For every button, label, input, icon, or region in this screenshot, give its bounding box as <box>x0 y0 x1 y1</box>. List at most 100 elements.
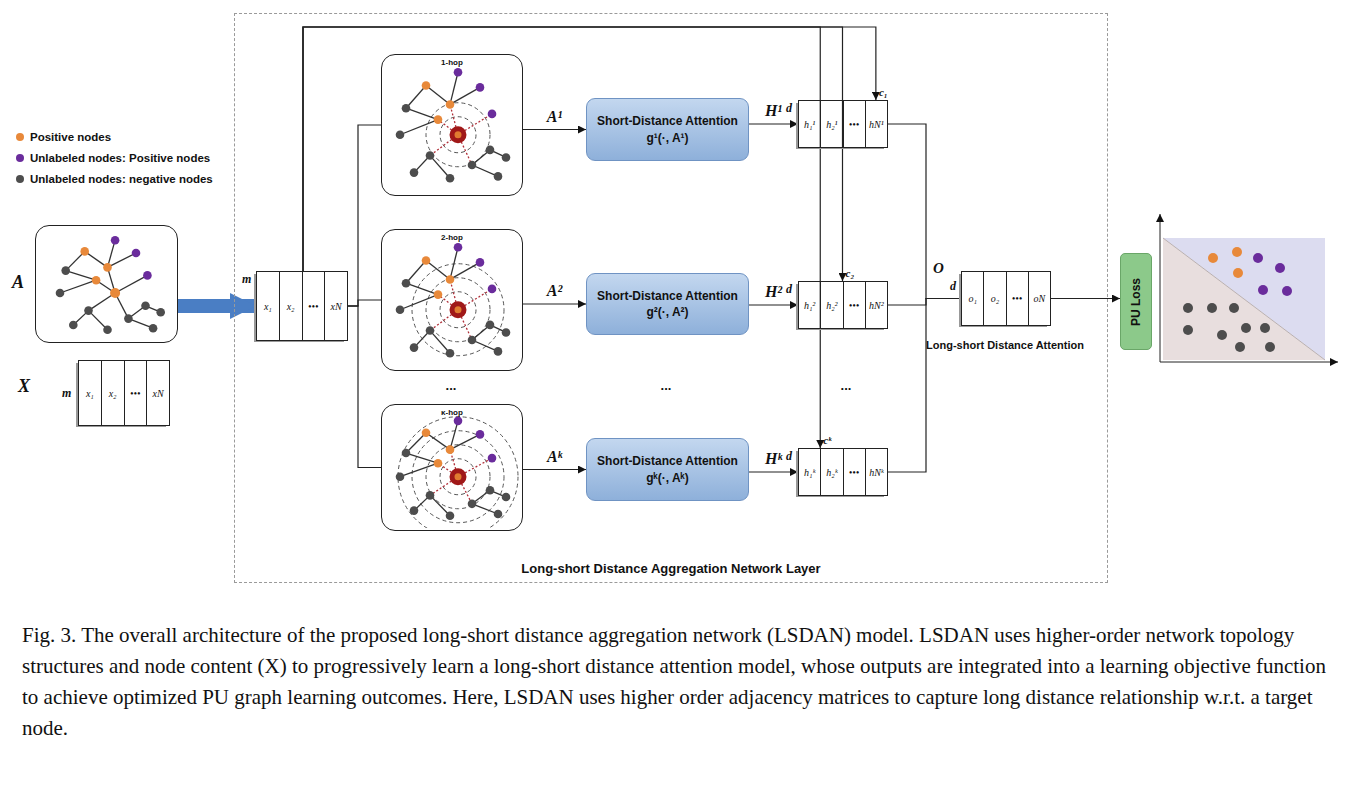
graph-edge <box>450 72 458 104</box>
graph-vertex <box>110 288 120 298</box>
matrix-cell: ••• <box>302 272 325 340</box>
hop-ring <box>440 459 476 495</box>
matrix-cell: o₁ <box>962 272 983 325</box>
graph-vertex <box>132 249 141 258</box>
feature-matrix: h₁²h₂²•••hN² <box>798 281 888 329</box>
hop-ring <box>426 103 490 167</box>
node-text: κ-hop <box>382 408 522 417</box>
edge-label: H² <box>765 283 782 301</box>
graph-vertex <box>410 506 419 515</box>
graph-edge <box>400 120 438 135</box>
graph-vertex <box>446 511 455 520</box>
edge-label: c₂ <box>846 267 855 279</box>
classification-plot <box>1160 214 1338 362</box>
feature-matrix: h₁ᵏh₂ᵏ•••hNᵏ <box>798 448 888 496</box>
matrix-cell: ••• <box>843 101 865 147</box>
matrix-cell: h₁ᵏ <box>799 449 820 495</box>
graph-vertex <box>446 445 455 454</box>
connector-arrow <box>303 27 876 271</box>
legend-entry: Unlabeled nodes: Positive nodes <box>16 152 210 164</box>
graph-vertex <box>143 271 152 280</box>
x-axis <box>1160 362 1338 363</box>
graph-vertex <box>468 161 477 170</box>
data-point <box>1232 247 1242 257</box>
matrix-cell: o₂ <box>983 272 1005 325</box>
legend-swatch <box>16 133 24 141</box>
graph-vertex <box>434 115 443 124</box>
data-point <box>1282 286 1292 296</box>
graph-vertex <box>396 305 405 314</box>
graph-vertex <box>446 349 455 358</box>
graph-edge <box>108 253 137 267</box>
matrix-cell: hN² <box>865 282 887 328</box>
connector-arrow <box>303 27 820 448</box>
matrix-cell: ••• <box>843 449 865 495</box>
graph-vertex <box>476 83 485 92</box>
graph-vertex <box>396 130 405 139</box>
loss-box: PU Loss <box>1120 253 1152 350</box>
legend-text: Unlabeled nodes: Positive nodes <box>30 152 210 164</box>
hop-graph: 2-hop <box>381 229 523 371</box>
edge-label: c₁ <box>879 86 888 98</box>
feature-matrix: h₁¹h₂¹•••hN¹ <box>798 100 888 148</box>
matrix-cell: ••• <box>1006 272 1028 325</box>
graph-edge <box>406 108 438 119</box>
legend-text: Unlabeled nodes: negative nodes <box>30 173 213 185</box>
legend-text: Positive nodes <box>30 131 111 143</box>
graph-edge <box>406 86 426 109</box>
graph-vertex <box>141 302 150 311</box>
hop-ring <box>412 431 504 523</box>
graph-vertex <box>402 104 411 113</box>
hop-ring <box>412 264 504 356</box>
flow-arrow <box>178 299 256 313</box>
legend-entry: Unlabeled nodes: negative nodes <box>16 173 213 185</box>
decision-boundary <box>1163 238 1325 360</box>
legend-swatch <box>16 175 24 183</box>
graph-edge <box>450 262 480 279</box>
graph-vertex <box>468 500 477 509</box>
graph-vertex <box>494 172 503 181</box>
edge-label: A² <box>547 282 562 300</box>
graph-vertex <box>434 290 443 299</box>
matrix-cell: oN <box>1028 272 1050 325</box>
graph-vertex <box>486 321 495 330</box>
node-text: Short-Distance Attention <box>597 113 738 129</box>
graph-vertex <box>452 129 464 141</box>
part-name: Long-short Distance Attention <box>926 339 1084 351</box>
matrix-cell: ••• <box>124 361 147 425</box>
edge-label: Aᵏ <box>547 448 562 466</box>
graph-vertex <box>61 266 70 275</box>
graph-vertex <box>426 151 435 160</box>
feature-matrix: o₁o₂•••oN <box>961 271 1051 326</box>
node-text: Short-Distance Attention <box>597 288 738 304</box>
data-point <box>1229 303 1239 313</box>
matrix-cell: hN¹ <box>865 101 887 147</box>
node-text: Long-short Distance Aggregation Network … <box>235 561 1107 576</box>
graph-vertex <box>488 454 497 463</box>
graph-edge <box>406 453 438 463</box>
data-point <box>1258 285 1268 295</box>
hop-graph: 1-hop <box>381 54 523 196</box>
graph-vertex <box>454 68 463 77</box>
graph-edge <box>430 156 450 179</box>
matrix-cell: ••• <box>843 282 865 328</box>
data-point <box>1241 323 1251 333</box>
node-text: PU Loss <box>1129 277 1143 325</box>
graph-edge <box>400 463 438 477</box>
data-point <box>1207 303 1217 313</box>
graph-vertex <box>410 168 419 177</box>
graph-edge <box>66 271 96 281</box>
ellipsis: ... <box>661 378 672 393</box>
graph-illustration <box>396 417 518 528</box>
graph-edge <box>426 433 450 450</box>
matrix-cell: x₂ <box>101 361 124 425</box>
matrix-cell: h₂ᵏ <box>820 449 842 495</box>
ellipsis: ... <box>841 378 852 393</box>
matrix-cell: h₂¹ <box>820 101 842 147</box>
graph-vertex <box>502 328 511 337</box>
graph-edge <box>60 280 96 293</box>
bracket-line <box>348 125 381 306</box>
graph-vertex <box>446 100 455 109</box>
data-point <box>1208 253 1218 263</box>
graph-vertex <box>452 304 464 316</box>
